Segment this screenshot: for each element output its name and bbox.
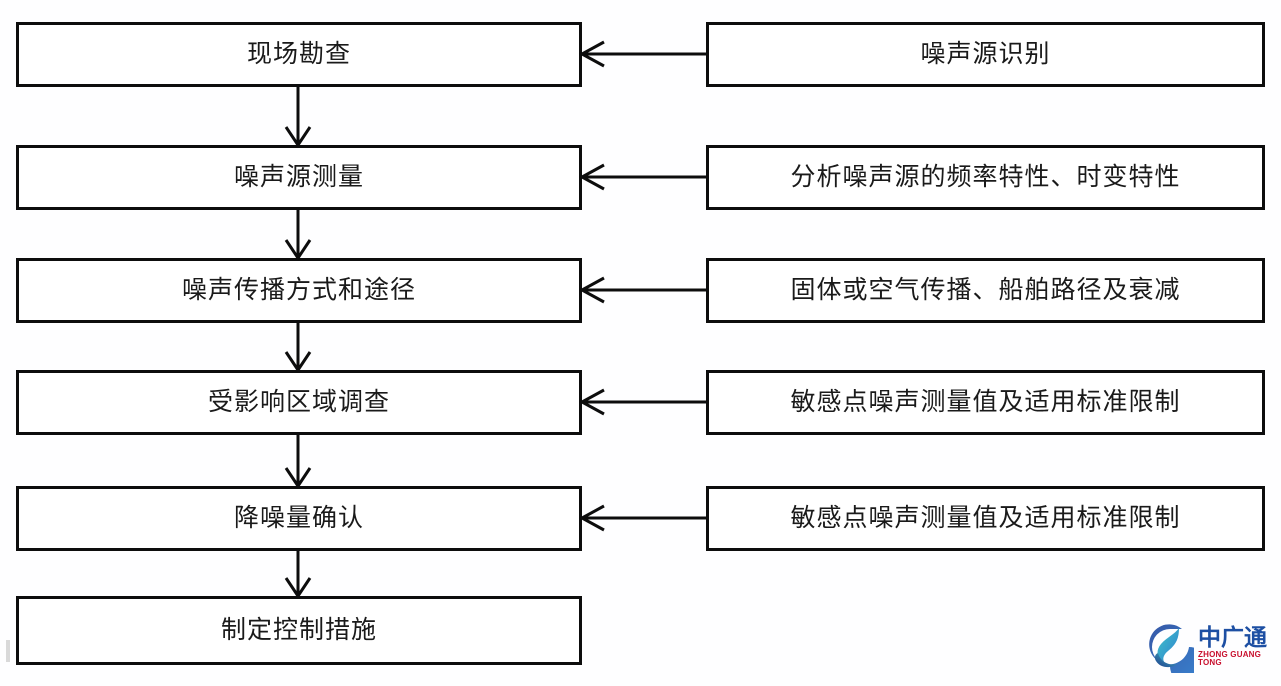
node-label: 噪声源识别 bbox=[920, 40, 1051, 68]
node-label: 敏感点噪声测量值及适用标准限制 bbox=[790, 504, 1181, 532]
logo-name-en: ZHONG GUANG TONG bbox=[1198, 649, 1262, 667]
annotation-node-note-5[interactable]: 敏感点噪声测量值及适用标准限制 bbox=[706, 486, 1265, 551]
arrow-step-4-to-step-5 bbox=[284, 435, 312, 489]
scan-artifact bbox=[6, 640, 10, 662]
arrow-step-5-to-step-6 bbox=[284, 551, 312, 599]
annotation-node-note-3[interactable]: 固体或空气传播、船舶路径及衰减 bbox=[706, 258, 1265, 323]
arrow-step-2-to-step-3 bbox=[284, 210, 312, 261]
company-logo: 中广通 ZHONG GUANG TONG bbox=[1146, 617, 1272, 675]
process-node-step-6[interactable]: 制定控制措施 bbox=[16, 596, 582, 665]
node-label: 噪声传播方式和途径 bbox=[181, 276, 416, 304]
annotation-node-note-4[interactable]: 敏感点噪声测量值及适用标准限制 bbox=[706, 370, 1265, 435]
water-drop-swirl-icon bbox=[1149, 624, 1194, 673]
arrow-note-2-to-step-2 bbox=[578, 163, 706, 191]
logo-name-cn: 中广通 bbox=[1198, 623, 1267, 650]
annotation-node-note-1[interactable]: 噪声源识别 bbox=[706, 22, 1265, 87]
arrow-note-1-to-step-1 bbox=[578, 40, 706, 68]
arrow-note-3-to-step-3 bbox=[578, 276, 706, 304]
process-node-step-1[interactable]: 现场勘查 bbox=[16, 22, 582, 87]
node-label: 降噪量确认 bbox=[233, 504, 364, 532]
arrow-step-3-to-step-4 bbox=[284, 323, 312, 373]
node-label: 制定控制措施 bbox=[220, 616, 377, 644]
process-node-step-2[interactable]: 噪声源测量 bbox=[16, 145, 582, 210]
process-node-step-4[interactable]: 受影响区域调查 bbox=[16, 370, 582, 435]
node-label: 固体或空气传播、船舶路径及衰减 bbox=[790, 276, 1181, 304]
arrow-note-5-to-step-5 bbox=[578, 504, 706, 532]
arrow-step-1-to-step-2 bbox=[284, 87, 312, 148]
node-label: 敏感点噪声测量值及适用标准限制 bbox=[790, 388, 1181, 416]
node-label: 受影响区域调查 bbox=[207, 388, 390, 416]
node-label: 现场勘查 bbox=[246, 40, 351, 68]
arrow-note-4-to-step-4 bbox=[578, 388, 706, 416]
annotation-node-note-2[interactable]: 分析噪声源的频率特性、时变特性 bbox=[706, 145, 1265, 210]
node-label: 噪声源测量 bbox=[233, 163, 364, 191]
logo-wordmark: 中广通 ZHONG GUANG TONG bbox=[1198, 623, 1272, 667]
process-node-step-3[interactable]: 噪声传播方式和途径 bbox=[16, 258, 582, 323]
node-label: 分析噪声源的频率特性、时变特性 bbox=[790, 163, 1181, 191]
process-node-step-5[interactable]: 降噪量确认 bbox=[16, 486, 582, 551]
